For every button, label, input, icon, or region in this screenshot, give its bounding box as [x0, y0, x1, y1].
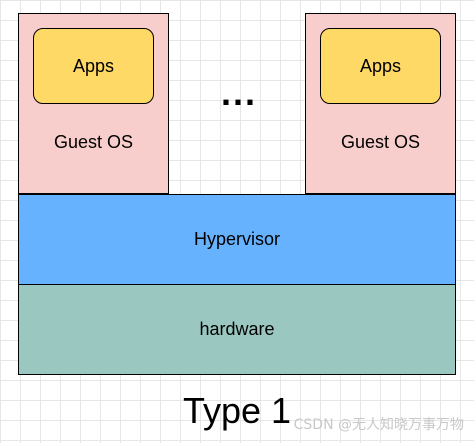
- ellipsis: ...: [220, 72, 257, 113]
- apps-box-right: Apps: [320, 28, 441, 104]
- hypervisor-layer: Hypervisor: [18, 194, 456, 285]
- guest-os-label-left: Guest OS: [53, 132, 134, 152]
- diagram-title: Type 1: [182, 390, 292, 431]
- hardware-layer: hardware: [18, 284, 456, 375]
- guest-os-label-right: Guest OS: [340, 132, 421, 152]
- apps-box-left: Apps: [33, 28, 154, 104]
- guest-os-box-left: Apps Guest OS: [18, 13, 169, 194]
- guest-os-box-right: Apps Guest OS: [305, 13, 456, 194]
- watermark: CSDN @无人知晓万事万物: [293, 417, 464, 433]
